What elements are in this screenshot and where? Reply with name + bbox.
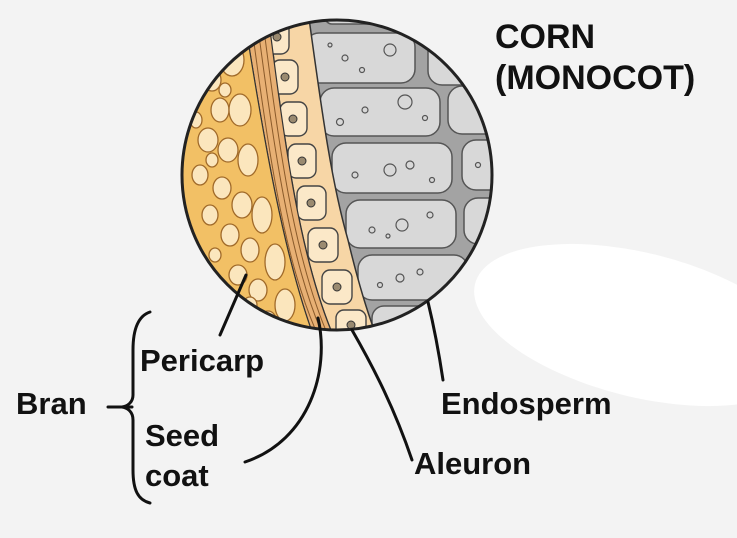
label-coat: coat bbox=[145, 460, 209, 491]
title-line2: (MONOCOT) bbox=[495, 61, 695, 95]
endosperm-cell bbox=[325, 10, 415, 24]
endosperm-cell bbox=[428, 35, 498, 85]
endosperm-cell bbox=[462, 140, 507, 190]
endosperm-cell bbox=[320, 88, 440, 136]
label-pericarp: Pericarp bbox=[140, 345, 264, 376]
label-seed: Seed bbox=[145, 420, 219, 451]
endosperm-cell bbox=[305, 33, 415, 83]
aleuron-leader bbox=[352, 330, 412, 460]
endosperm-cell bbox=[332, 143, 452, 193]
endosperm-cell bbox=[346, 200, 456, 248]
label-bran: Bran bbox=[16, 388, 87, 419]
label-endosperm: Endosperm bbox=[441, 388, 612, 419]
title-line1: CORN bbox=[495, 20, 595, 54]
magnified-tissue bbox=[170, 0, 510, 350]
endosperm-leader bbox=[428, 302, 443, 380]
label-aleuron: Aleuron bbox=[414, 448, 531, 479]
seed-coat-leader bbox=[245, 318, 321, 462]
